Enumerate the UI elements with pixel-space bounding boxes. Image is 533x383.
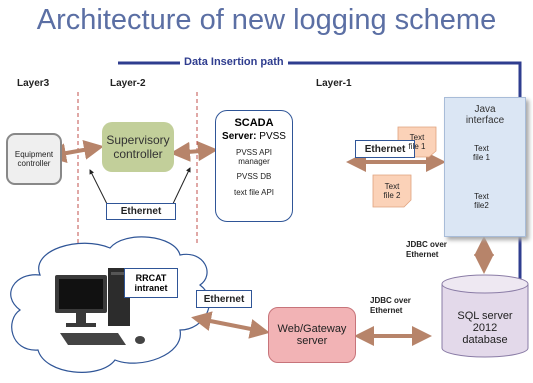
jdbc-java-line1: JDBC over — [406, 240, 447, 249]
equipment-controller-box: Equipment controller — [6, 133, 62, 185]
web-line2: server — [296, 335, 328, 347]
scada-file-api: text file API — [233, 188, 275, 197]
scada-server-row: Server: PVSS — [222, 131, 286, 142]
java-interface-box: Java interface — [444, 97, 526, 237]
arrow-cloud-web — [191, 311, 270, 339]
textfile-2a-line1: Text — [384, 182, 400, 191]
jdbc-web-line1: JDBC over — [370, 296, 411, 305]
rrcat-line1: RRCAT — [135, 273, 167, 283]
jdbc-java-label: JDBC over Ethernet — [406, 240, 447, 260]
layer2-label: Layer-2 — [110, 78, 146, 89]
diagram-title: Architecture of new logging scheme — [36, 4, 497, 36]
jdbc-java-line2: Ethernet — [406, 250, 439, 259]
supervisory-controller-box: Supervisory controller — [102, 122, 174, 172]
data-insertion-path-label: Data Insertion path — [180, 56, 288, 68]
scada-api-line1: PVSS API — [235, 148, 273, 157]
rrcat-line2: intranet — [134, 283, 168, 293]
web-gateway-server-box: Web/Gateway server — [268, 307, 356, 363]
jdbc-web-label: JDBC over Ethernet — [370, 296, 411, 316]
scada-db: PVSS DB — [236, 172, 272, 181]
sql-database-cylinder — [441, 274, 529, 358]
java-line1: Java — [474, 104, 496, 115]
textfile-1b-line1: Text — [474, 144, 489, 153]
textfile-1b-line2: file 1 — [473, 153, 490, 162]
textfile-1a: Text file 1 — [398, 128, 436, 156]
arrow-supervisory-scada — [170, 141, 218, 162]
supervisory-line1: Supervisory — [106, 133, 170, 147]
layer3-label: Layer3 — [17, 78, 50, 89]
textfile-2a-shape — [372, 174, 412, 208]
supervisory-line2: controller — [113, 147, 163, 161]
java-line2: interface — [465, 115, 505, 126]
scada-api-line2: manager — [238, 157, 270, 166]
ethernet-label-lower: Ethernet — [196, 290, 252, 308]
sql-line1: SQL server — [457, 310, 513, 322]
sql-line2: 2012 — [472, 322, 498, 334]
ethernet-label-layer2: Ethernet — [106, 203, 176, 220]
scada-title: SCADA — [234, 117, 274, 129]
jdbc-web-line2: Ethernet — [370, 306, 403, 315]
equipment-line2: controller — [17, 159, 51, 168]
textfile-2a: Text file 2 — [373, 176, 411, 206]
sql-server-box: SQL server 2012 database — [442, 300, 528, 356]
textfile-1a-line1: Text — [409, 133, 425, 142]
rrcat-intranet-box: RRCAT intranet — [124, 268, 178, 298]
scada-server-label: Server: — [222, 131, 257, 142]
ethernet-label-scada-java: Ethernet — [355, 140, 415, 158]
textfile-2b-line2: file2 — [474, 200, 489, 210]
textfile-2a-line2: file 2 — [383, 191, 401, 200]
scada-server-name: PVSS — [259, 131, 286, 142]
textfile-2b-line1: Text — [474, 191, 489, 201]
web-line1: Web/Gateway — [277, 323, 347, 335]
scada-server-box: SCADA Server: PVSS PVSS API manager PVSS… — [215, 110, 293, 222]
equipment-line1: Equipment — [14, 150, 54, 159]
layer1-label: Layer-1 — [316, 78, 352, 89]
sql-line3: database — [462, 334, 508, 346]
textfile-1b: Text file 1 — [463, 139, 500, 167]
textfile-1a-line2: file 1 — [408, 142, 426, 151]
textfile-2b: Text file2 — [463, 186, 500, 215]
